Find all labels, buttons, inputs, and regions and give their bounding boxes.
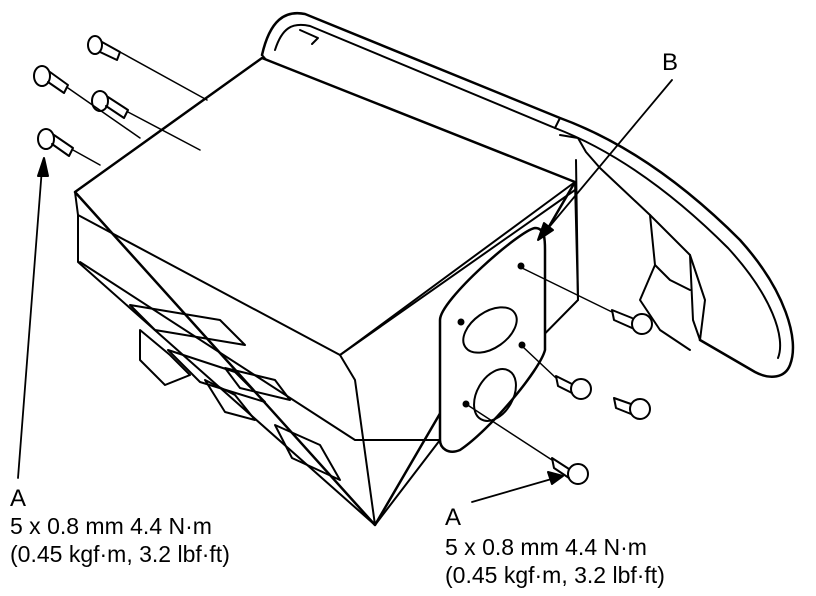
callout-a-left-spec-line1: 5 x 0.8 mm 4.4 N·m (10, 513, 212, 539)
leader-a-right (471, 471, 564, 503)
bolt-right-middle (521, 345, 592, 400)
leader-a-left (17, 157, 49, 479)
callout-a-right-spec-line1: 5 x 0.8 mm 4.4 N·m (445, 534, 647, 560)
bolt-right-lower (613, 397, 651, 420)
bolt-right-upper (521, 267, 653, 335)
callout-b-letter: B (662, 49, 679, 76)
bolt-bottom (465, 403, 589, 485)
bolt-top-2 (33, 65, 69, 94)
bolt-top-1 (87, 35, 208, 101)
callout-a-left-spec-line2: (0.45 kgf·m, 3.2 lbf·ft) (10, 541, 230, 567)
callout-a-left-letter: A (10, 485, 27, 512)
callout-a-right-spec-line2: (0.45 kgf·m, 3.2 lbf·ft) (445, 562, 665, 588)
bolt-top-4 (37, 128, 101, 166)
callout-a-right-letter: A (445, 504, 462, 531)
leader-b (537, 79, 673, 241)
audio-unit-box (73, 56, 579, 527)
mounting-bracket (438, 226, 547, 453)
